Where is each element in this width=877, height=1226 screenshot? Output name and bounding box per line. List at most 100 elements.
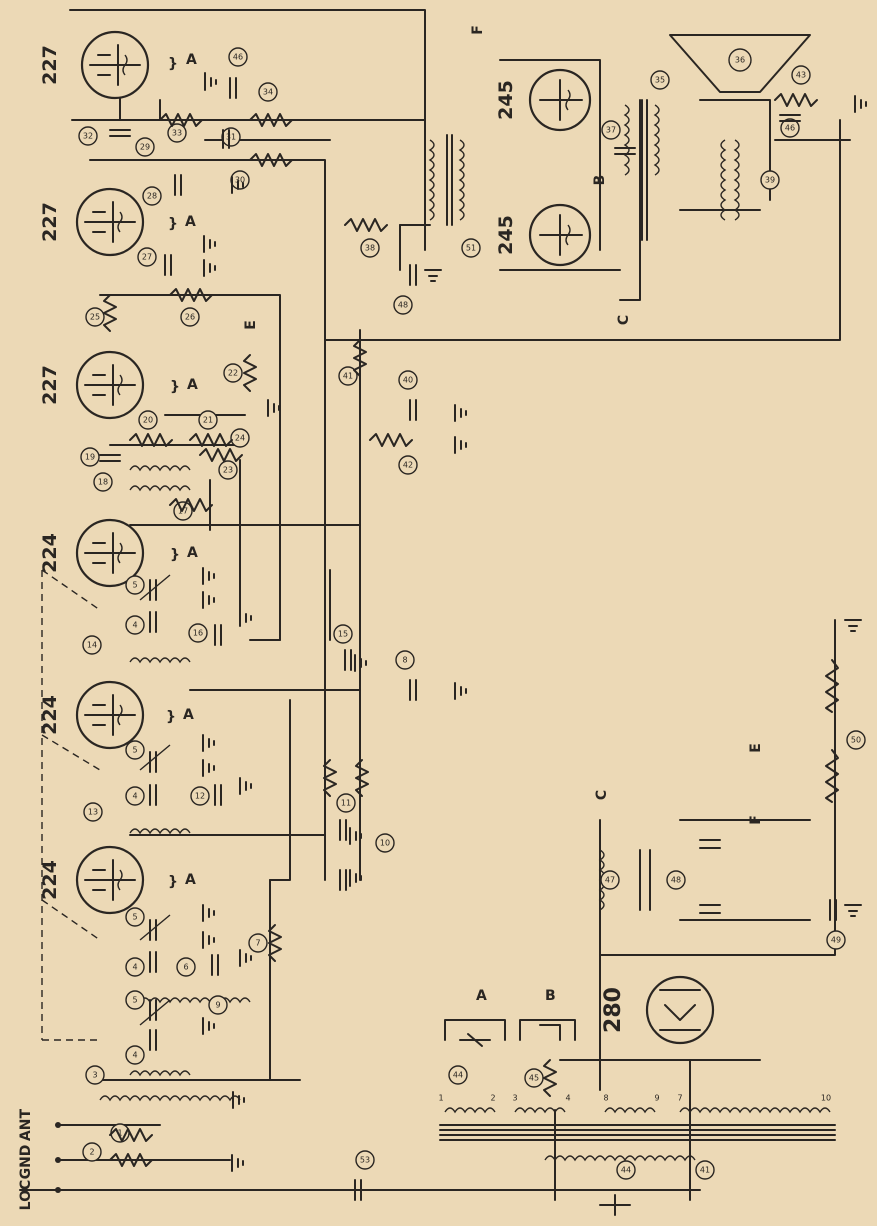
tube-label: 245	[495, 80, 517, 120]
letter-C: C	[616, 315, 632, 325]
part-number: 5	[132, 996, 137, 1005]
part-number: 44	[621, 1166, 631, 1175]
part-number: 48	[398, 301, 408, 310]
pin-number: 10	[821, 1094, 831, 1103]
part-number: 4	[132, 792, 137, 801]
part-number: 10	[380, 839, 390, 848]
gang-tuning-link	[41, 569, 101, 1041]
tube-label: 280	[601, 987, 626, 1033]
part-number: 15	[338, 630, 348, 639]
output-transformer: B	[592, 99, 660, 241]
brace-glyph: }	[170, 547, 180, 563]
part-number: 18	[98, 478, 108, 487]
tube-label: 245	[495, 215, 517, 255]
part-number: 21	[203, 416, 213, 425]
part-number: 50	[851, 736, 861, 745]
part-number: 11	[341, 799, 351, 808]
filter-section: 47 C 48 49 50 E F	[594, 659, 866, 950]
part-number: 35	[655, 76, 665, 85]
filament-label: A	[185, 214, 196, 230]
part-number: 8	[402, 656, 407, 665]
tube-amp-c: 227 A }	[39, 350, 198, 420]
filament-supply: A B 44 45	[444, 988, 576, 1088]
tube-det-a: 227 A }	[39, 30, 197, 100]
tube-label: 224	[39, 533, 61, 573]
loc-terminal: LOC	[18, 1180, 34, 1211]
part-number: 32	[83, 132, 93, 141]
letter-B: B	[592, 175, 608, 186]
part-number: 9	[215, 1001, 220, 1010]
part-number: 12	[195, 792, 205, 801]
part-number: 24	[235, 434, 245, 443]
part-number: 20	[143, 416, 153, 425]
part-number: 4	[132, 621, 137, 630]
pin-number: 9	[654, 1094, 659, 1103]
part-number: 2	[89, 1148, 94, 1157]
tube-label: 227	[39, 365, 61, 405]
letter-B: B	[545, 988, 556, 1004]
part-number: 51	[466, 244, 476, 253]
part-callouts: 46 34 32 29 33 31 30 28 27 25 26 22 24 2…	[78, 47, 811, 1180]
part-number: 42	[403, 461, 413, 470]
part-number: 49	[831, 936, 841, 945]
part-number: 47	[605, 876, 615, 885]
speaker-field-coil: 39	[720, 139, 780, 221]
part-number: 27	[142, 253, 152, 262]
part-number: 4	[132, 963, 137, 972]
part-number: 37	[606, 126, 616, 135]
part-number: 5	[132, 913, 137, 922]
part-number: 6	[183, 963, 188, 972]
part-number: 25	[90, 313, 100, 322]
power-transformer: 1 2 3 4 8 9 7 10	[438, 1094, 836, 1162]
tube-rectifier: 280	[601, 975, 715, 1045]
bus-wires	[19, 9, 851, 1201]
brace-glyph: }	[168, 874, 178, 890]
part-number: 29	[140, 143, 150, 152]
part-number: 14	[87, 641, 97, 650]
tube-rf-3: 224 A }	[39, 845, 196, 915]
part-number: 46	[785, 124, 795, 133]
part-number: 23	[223, 466, 233, 475]
tube-rf-2: 224 A }	[39, 680, 194, 750]
ground-symbols	[202, 72, 867, 1172]
letter-C: C	[594, 790, 610, 800]
resistors	[103, 93, 818, 1167]
part-number: 13	[88, 808, 98, 817]
tube-out-bottom: 245	[495, 203, 592, 267]
part-number: 34	[263, 88, 273, 97]
filament-label: A	[183, 707, 194, 723]
letter-A: A	[476, 988, 487, 1004]
part-number: 30	[235, 176, 245, 185]
part-number: 26	[185, 313, 195, 322]
brace-glyph: }	[168, 216, 178, 232]
part-number: 46	[233, 53, 243, 62]
part-number: 31	[226, 133, 236, 142]
filament-label: A	[187, 545, 198, 561]
part-number: 38	[365, 244, 375, 253]
part-number: 16	[193, 629, 203, 638]
tuning-capacitors	[139, 574, 171, 1026]
pin-number: 7	[677, 1094, 682, 1103]
letter-E: E	[748, 743, 764, 753]
interstage-transformer: F	[428, 25, 486, 226]
ant-terminal: ANT	[18, 1109, 34, 1142]
tube-label: 224	[39, 695, 61, 735]
tube-out-top: 245	[495, 68, 592, 132]
part-number: 28	[147, 192, 157, 201]
part-number: 45	[529, 1074, 539, 1083]
pin-number: 1	[438, 1094, 443, 1103]
letter-E: E	[243, 320, 259, 330]
part-number: 44	[453, 1071, 463, 1080]
part-number: 41	[343, 372, 353, 381]
part-number: 53	[360, 1156, 370, 1165]
part-number: 19	[85, 453, 95, 462]
part-number: 22	[228, 369, 238, 378]
part-number: 3	[92, 1071, 97, 1080]
part-number: 7	[255, 939, 260, 948]
part-number: 40	[403, 376, 413, 385]
letter-F: F	[748, 815, 764, 825]
part-number: 1	[117, 1129, 122, 1138]
pin-number: 8	[603, 1094, 608, 1103]
filament-label: A	[186, 52, 197, 68]
